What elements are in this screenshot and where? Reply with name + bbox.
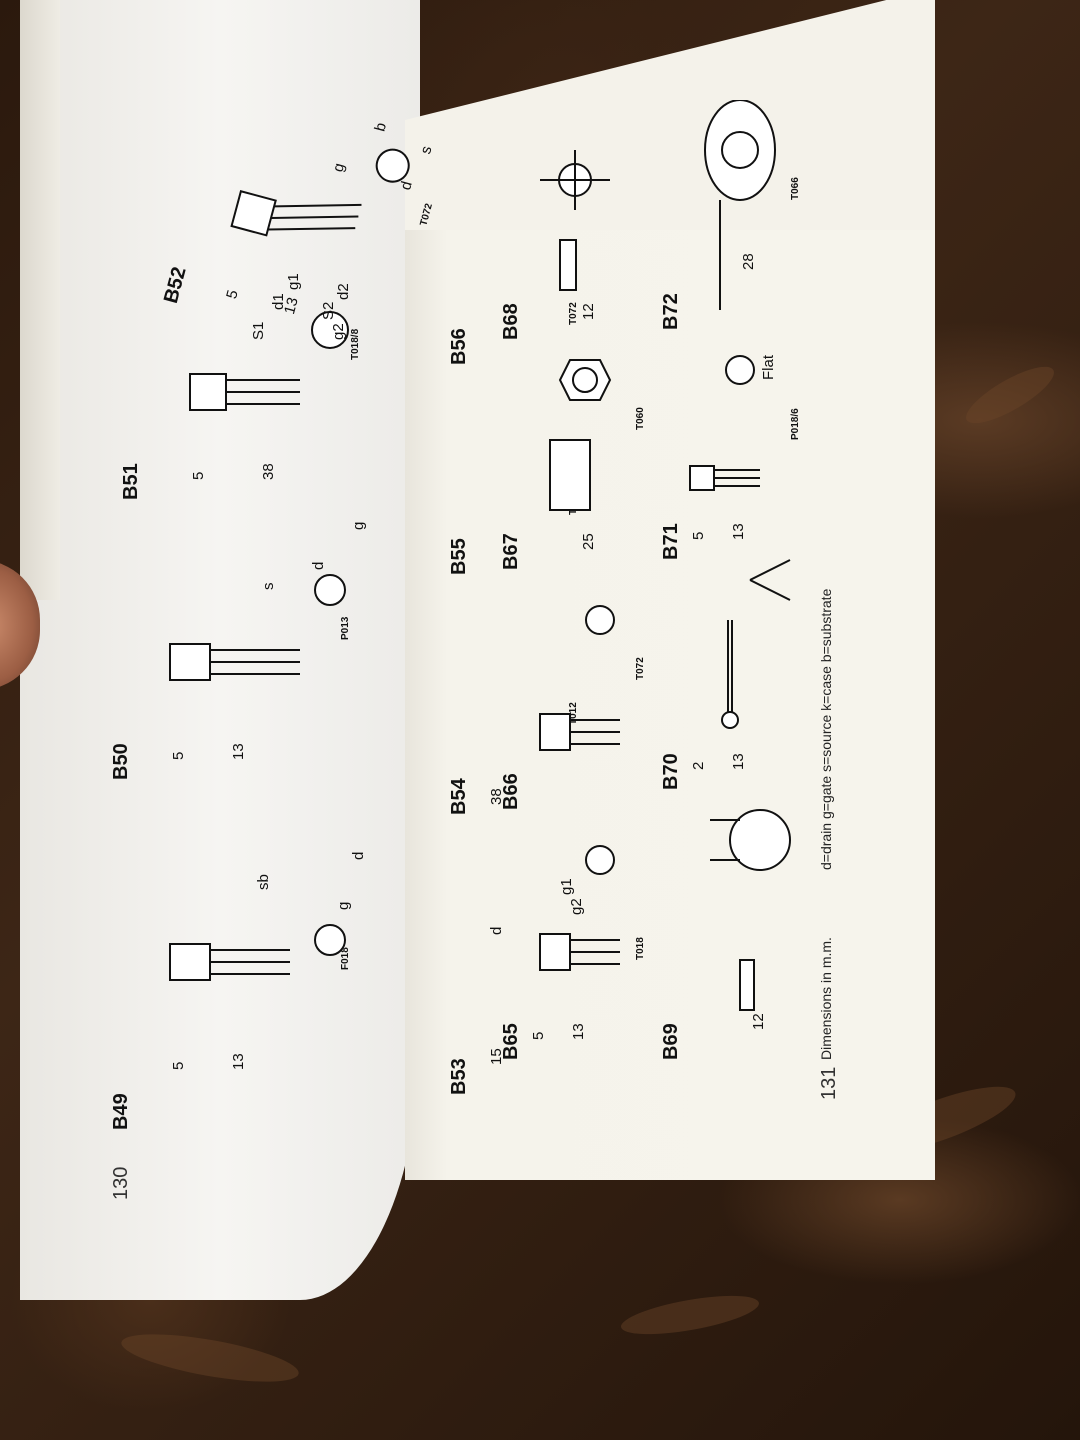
- component-code: B67: [500, 533, 522, 570]
- package-label: T072: [635, 657, 646, 680]
- right-page: [405, 230, 935, 1180]
- dimensions-note: Dimensions in m.m.: [818, 937, 834, 1060]
- component-code: B49: [110, 1093, 132, 1130]
- note-label: Flat: [760, 354, 777, 380]
- pin-label: S1: [250, 321, 267, 340]
- dimension: 5: [170, 751, 187, 760]
- transistor-diagram: [549, 359, 612, 511]
- dimension: 13: [730, 523, 747, 540]
- dimension: 13: [230, 743, 247, 760]
- transistor-diagram: [539, 845, 620, 971]
- package-label: T066: [790, 177, 801, 200]
- page-stack-edge: [20, 0, 60, 600]
- package-label: P018/6: [790, 408, 801, 440]
- component-code: B69: [660, 1023, 682, 1060]
- pin-label: d: [488, 926, 505, 935]
- package-label: T060: [635, 407, 646, 430]
- dimension: 13: [730, 753, 747, 770]
- component-code: B55: [448, 538, 470, 575]
- pin-label: S2: [320, 301, 337, 320]
- pin-label: sb: [255, 874, 272, 890]
- dimension: 5: [170, 1061, 187, 1070]
- component-code: B68: [500, 303, 522, 340]
- dimension: 12: [580, 303, 597, 320]
- pin-label: s: [260, 582, 277, 591]
- transistor-diagram: [539, 605, 620, 751]
- component-code: B53: [448, 1058, 470, 1095]
- pin-label: g2: [330, 323, 347, 340]
- component-code: B51: [120, 463, 142, 500]
- transistor-diagram: [169, 574, 346, 681]
- dimension: 2: [690, 761, 707, 770]
- dimension: 5: [190, 471, 207, 480]
- transistor-diagram: [540, 150, 610, 291]
- dimension: 13: [230, 1053, 247, 1070]
- transistor-diagram: [704, 100, 776, 310]
- transistor-diagram: [230, 148, 410, 237]
- legend: d=drain g=gate s=source k=case b=substra…: [818, 588, 834, 870]
- page-number-left: 130: [110, 1166, 132, 1200]
- component-code: B54: [448, 778, 470, 815]
- package-label: T018/8: [350, 328, 361, 360]
- dimension: 5: [530, 1031, 547, 1040]
- transistor-diagram: [169, 924, 346, 981]
- package-label: P013: [340, 616, 351, 640]
- dimension: 5: [690, 531, 707, 540]
- page-number-right: 131: [818, 1066, 840, 1100]
- pin-label: g1: [285, 273, 302, 290]
- package-label: T018: [635, 937, 646, 960]
- component-code: B70: [660, 753, 682, 790]
- dimension: 25: [580, 533, 597, 550]
- pin-label: d: [310, 561, 327, 570]
- pin-label: g: [350, 521, 367, 530]
- package-label: F018: [340, 947, 351, 970]
- transistor-diagram: [710, 809, 791, 1011]
- component-code: B50: [110, 743, 132, 780]
- dimension: 13: [570, 1023, 587, 1040]
- pin-label: d: [350, 851, 367, 860]
- component-code: B65: [500, 1023, 522, 1060]
- component-code: B71: [660, 523, 682, 560]
- dimension: 38: [260, 463, 277, 480]
- transistor-diagram: [189, 311, 349, 411]
- component-code: B56: [448, 328, 470, 365]
- component-code: B66: [500, 773, 522, 810]
- transistor-diagram: [689, 355, 760, 491]
- transistor-diagram: [721, 559, 791, 729]
- pin-label: g: [335, 901, 352, 910]
